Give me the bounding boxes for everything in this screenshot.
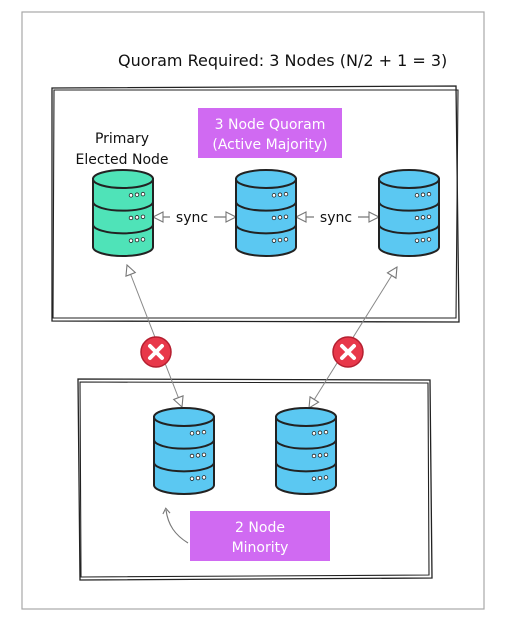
status-light bbox=[195, 430, 201, 435]
cylinder-band bbox=[92, 201, 154, 212]
status-light bbox=[317, 453, 323, 458]
status-light bbox=[134, 192, 140, 197]
cylinder-band bbox=[378, 201, 440, 212]
status-light bbox=[201, 475, 207, 480]
status-light bbox=[128, 238, 134, 243]
majority-label-line1: 3 Node Quoram bbox=[215, 117, 326, 133]
database-node-primary bbox=[92, 169, 154, 257]
minority-pointer-arrow bbox=[162, 507, 189, 544]
status-light bbox=[201, 429, 207, 435]
status-light bbox=[317, 430, 323, 435]
majority-label-box: 3 Node Quoram (Active Majority) bbox=[198, 108, 342, 158]
red-x-icon bbox=[332, 336, 364, 368]
status-light bbox=[420, 237, 426, 243]
status-light bbox=[134, 237, 140, 243]
partition-link-left bbox=[127, 265, 182, 407]
minority-label-line1: 2 Node bbox=[235, 520, 285, 536]
status-light bbox=[201, 452, 207, 457]
cylinder-top bbox=[92, 169, 154, 189]
majority-label-line2: (Active Majority) bbox=[212, 137, 327, 153]
cylinder-band bbox=[378, 224, 440, 235]
cylinder-top bbox=[378, 169, 440, 189]
status-light bbox=[195, 453, 201, 458]
database-node-replica-1 bbox=[235, 169, 297, 257]
status-light bbox=[283, 237, 289, 242]
primary-label-line1: Primary bbox=[95, 131, 149, 147]
majority-cluster-box bbox=[51, 85, 460, 323]
status-light bbox=[189, 453, 195, 459]
sync-label-1: sync bbox=[176, 210, 208, 226]
status-light bbox=[277, 237, 283, 243]
cylinder-band bbox=[153, 462, 215, 473]
status-light bbox=[426, 214, 432, 219]
status-light bbox=[140, 214, 146, 219]
cylinder-band bbox=[153, 439, 215, 450]
cylinder-top bbox=[153, 407, 215, 427]
cylinder-body bbox=[92, 178, 154, 257]
status-light bbox=[414, 193, 420, 198]
status-light bbox=[311, 476, 317, 481]
status-light bbox=[323, 475, 329, 480]
status-light bbox=[426, 237, 432, 242]
status-light bbox=[311, 453, 317, 459]
status-light bbox=[189, 431, 195, 436]
status-light bbox=[140, 191, 146, 197]
status-light bbox=[323, 429, 329, 435]
status-light bbox=[311, 431, 317, 436]
status-light bbox=[283, 191, 289, 197]
cylinder-top bbox=[275, 407, 337, 427]
status-light bbox=[271, 238, 277, 243]
minority-label-line2: Minority bbox=[232, 540, 289, 556]
cylinder-band bbox=[92, 224, 154, 235]
status-light bbox=[128, 215, 134, 221]
cylinder-body bbox=[275, 416, 337, 495]
status-light bbox=[189, 476, 195, 481]
status-light bbox=[271, 193, 277, 198]
diagram-title: Quoram Required: 3 Nodes (N/2 + 1 = 3) bbox=[118, 51, 447, 70]
status-light bbox=[128, 193, 134, 198]
status-light bbox=[420, 215, 426, 220]
status-light bbox=[195, 475, 201, 481]
status-light bbox=[271, 215, 277, 221]
cylinder-body bbox=[153, 416, 215, 495]
status-light bbox=[420, 192, 426, 197]
status-light bbox=[317, 475, 323, 481]
status-light bbox=[277, 192, 283, 197]
cylinder-top bbox=[235, 169, 297, 189]
cylinder-body bbox=[378, 178, 440, 257]
status-light bbox=[140, 237, 146, 242]
status-light bbox=[283, 214, 289, 219]
red-x-icon bbox=[140, 336, 172, 368]
primary-label-line2: Elected Node bbox=[75, 152, 168, 168]
cylinder-band bbox=[235, 224, 297, 235]
database-node-minority-1 bbox=[153, 407, 215, 495]
database-node-replica-2 bbox=[378, 169, 440, 257]
status-light bbox=[323, 452, 329, 457]
sync-label-2: sync bbox=[320, 210, 352, 226]
status-light bbox=[426, 191, 432, 197]
status-light bbox=[414, 238, 420, 243]
cylinder-band bbox=[235, 201, 297, 212]
status-light bbox=[134, 215, 140, 220]
database-node-minority-2 bbox=[275, 407, 337, 495]
minority-label-box: 2 Node Minority bbox=[190, 511, 330, 561]
cylinder-band bbox=[275, 462, 337, 473]
status-light bbox=[414, 215, 420, 221]
cylinder-band bbox=[275, 439, 337, 450]
status-light bbox=[277, 215, 283, 220]
cylinder-body bbox=[235, 178, 297, 257]
